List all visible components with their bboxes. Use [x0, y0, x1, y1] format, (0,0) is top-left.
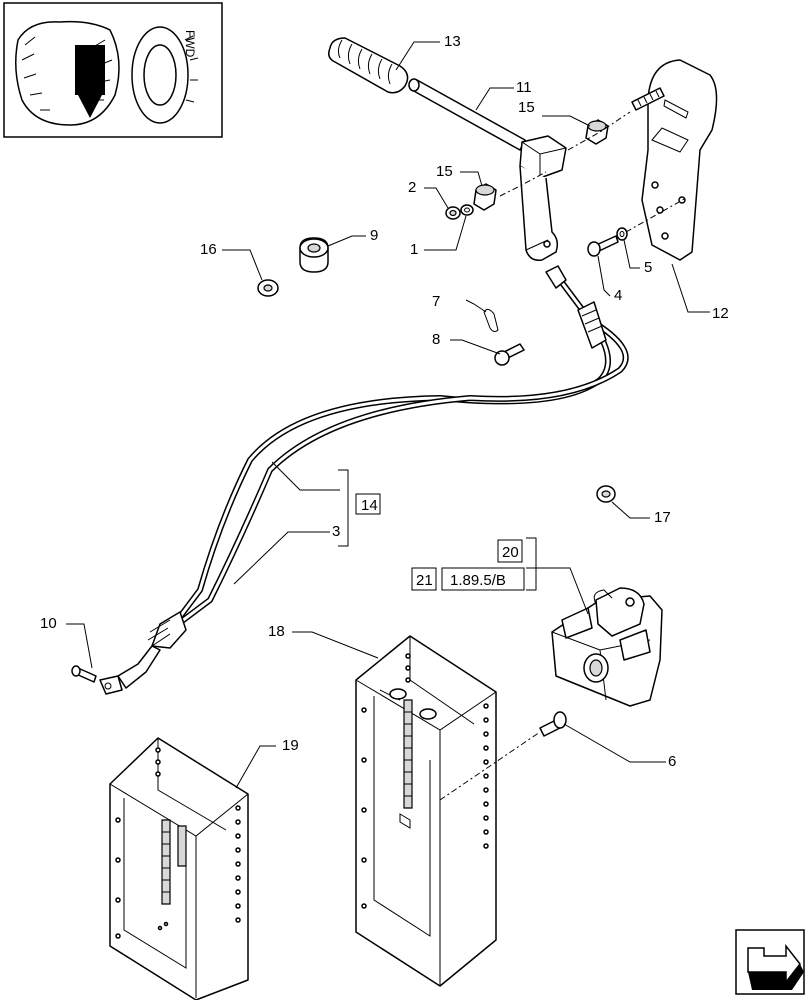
- box-14[interactable]: [355, 493, 381, 515]
- callout-7: 7: [432, 293, 440, 310]
- callout-9: 9: [370, 227, 378, 244]
- callout-5: 5: [644, 259, 652, 276]
- part-10-pin: [71, 665, 97, 683]
- part-12-bracket: [641, 59, 718, 261]
- callout-10: 10: [40, 615, 57, 632]
- bracket-20-21: [526, 537, 537, 591]
- box-page-ref[interactable]: [441, 567, 525, 591]
- callout-14: 14: [361, 497, 378, 514]
- callout-8: 8: [432, 331, 440, 348]
- svg-text:FWD: FWD: [183, 30, 197, 58]
- cable-end-fork: [99, 675, 123, 695]
- part-18-hitch-frame: [355, 635, 497, 987]
- part-15-spacer-upper: [585, 119, 609, 145]
- part-11-lever: [408, 78, 567, 262]
- callout-4: 4: [614, 287, 622, 304]
- callout-2: 2: [408, 179, 416, 196]
- callout-15-lower: 15: [436, 163, 453, 180]
- tractor-thumbnail-icon[interactable]: FWD: [3, 2, 223, 138]
- callout-18: 18: [268, 623, 285, 640]
- part-13-handle-grip: [328, 37, 409, 94]
- callout-3: 3: [332, 523, 340, 540]
- part-15-spacer-lower: [473, 183, 497, 211]
- box-21[interactable]: [411, 567, 437, 591]
- part-1-washer: [460, 204, 474, 216]
- part-6-bolt: [539, 711, 567, 737]
- part-3-cable: [117, 265, 629, 689]
- box-20[interactable]: [497, 539, 523, 563]
- part-2-nut: [445, 206, 461, 220]
- callout-1: 1: [410, 241, 418, 258]
- callout-20: 20: [502, 544, 519, 561]
- part-17-nut: [596, 485, 616, 503]
- part-7-clip: [483, 308, 499, 333]
- next-page-arrow-icon[interactable]: [735, 929, 805, 995]
- callout-16: 16: [200, 241, 217, 258]
- part-8-pin: [494, 343, 525, 366]
- callout-15-upper: 15: [518, 99, 535, 116]
- callout-13: 13: [444, 33, 461, 50]
- callout-11: 11: [516, 79, 532, 96]
- callout-21: 21: [416, 572, 433, 589]
- part-4-bolt: [587, 235, 619, 257]
- bracket-14-3: [338, 469, 349, 547]
- page-ref-label: 1.89.5/B: [450, 572, 506, 589]
- part-20-hook-assembly: [551, 587, 663, 707]
- part-19-hitch-frame: [109, 737, 249, 1001]
- callout-19: 19: [282, 737, 299, 754]
- callout-17: 17: [654, 509, 671, 526]
- callout-6: 6: [668, 753, 676, 770]
- leader-lines: [66, 41, 710, 789]
- callout-12: 12: [712, 305, 729, 322]
- part-9-bush: [299, 237, 329, 273]
- assembly-axis-lines: [439, 111, 687, 801]
- part-5-washer: [616, 227, 628, 241]
- part-16-nut: [257, 279, 279, 297]
